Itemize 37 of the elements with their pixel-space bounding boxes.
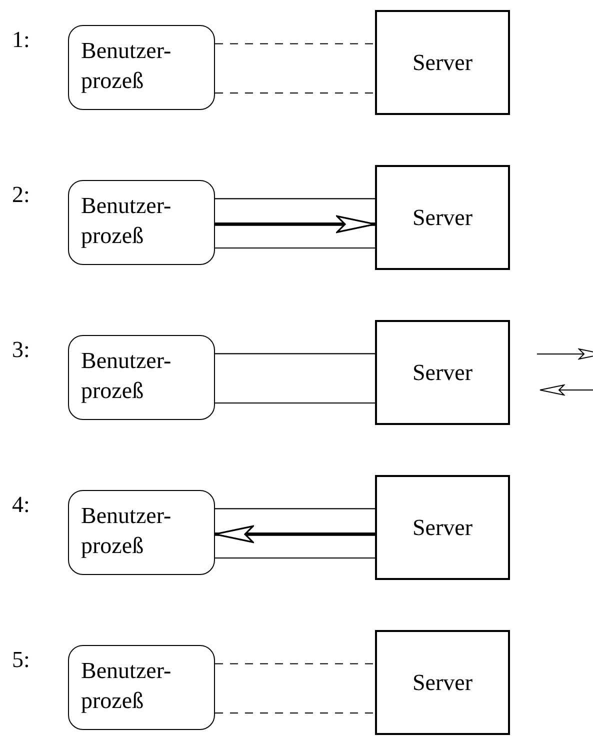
connection-line	[215, 247, 375, 249]
arrow	[214, 525, 375, 543]
node-text: Benutzer- prozeß	[81, 658, 172, 713]
process-box	[68, 180, 215, 265]
connection-line	[215, 402, 375, 404]
node-text: Server	[412, 204, 473, 230]
row-number: 3:	[12, 337, 30, 363]
connection-line	[215, 557, 375, 559]
connection-line	[215, 508, 375, 510]
connection-line	[214, 663, 376, 664]
server-box	[375, 10, 510, 115]
connection-line	[215, 353, 375, 354]
process-box	[68, 25, 215, 110]
row-number: 5:	[12, 647, 30, 673]
row-number: 2:	[12, 182, 30, 208]
process-box	[68, 335, 215, 420]
row-number: 4:	[12, 492, 30, 518]
node-text: Benutzer- prozeß	[81, 38, 172, 93]
server-box	[375, 165, 510, 270]
connection-line	[214, 43, 376, 44]
connection-line	[214, 712, 376, 714]
process-box	[68, 490, 215, 575]
node-text: Benutzer- prozeß	[81, 503, 172, 558]
row-number: 1:	[12, 27, 30, 53]
server-box	[375, 630, 510, 735]
process-box	[68, 645, 215, 730]
node-text: Benutzer- prozeß	[81, 348, 172, 403]
node-text: Server	[412, 514, 473, 540]
arrow	[215, 215, 376, 233]
server-box	[375, 320, 510, 425]
connection-line	[215, 198, 375, 200]
connection-line	[214, 92, 376, 94]
node-text: Server	[412, 670, 473, 696]
server-box	[375, 475, 510, 580]
node-text: Server	[412, 50, 473, 76]
node-text: Benutzer- prozeß	[81, 193, 172, 248]
node-text: Server	[412, 360, 473, 386]
